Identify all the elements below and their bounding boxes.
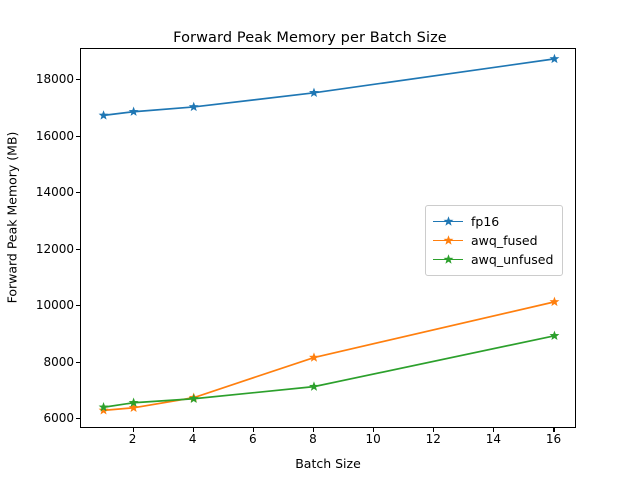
y-tick-label: 18000 bbox=[35, 72, 74, 87]
y-tick-mark bbox=[76, 192, 80, 194]
legend-swatch bbox=[433, 253, 463, 267]
star-marker-icon bbox=[549, 53, 560, 64]
x-tick-mark bbox=[132, 428, 134, 432]
x-tick-label: 4 bbox=[188, 432, 197, 446]
legend: fp16 awq_fused awq_unfused bbox=[425, 205, 564, 276]
y-tick-label: 14000 bbox=[35, 185, 74, 200]
y-tick-mark bbox=[76, 361, 80, 363]
x-tick-mark bbox=[192, 428, 194, 432]
star-marker-icon bbox=[443, 234, 454, 245]
series-awq_unfused bbox=[98, 330, 560, 412]
star-marker-icon bbox=[309, 352, 319, 362]
star-marker-icon bbox=[128, 397, 139, 407]
series-canvas bbox=[98, 53, 560, 415]
star-marker-icon bbox=[309, 381, 319, 391]
x-tick-label: 16 bbox=[545, 432, 562, 446]
x-tick-mark bbox=[493, 428, 495, 432]
y-tick-mark bbox=[76, 135, 80, 137]
star-marker-icon bbox=[443, 253, 454, 264]
x-tick-label: 6 bbox=[249, 432, 257, 446]
star-marker-icon bbox=[549, 330, 560, 340]
series-line bbox=[103, 334, 555, 409]
series-fp16 bbox=[98, 53, 560, 120]
plot-inner bbox=[81, 49, 575, 427]
star-marker-icon bbox=[188, 101, 199, 112]
y-tick-mark bbox=[76, 79, 80, 81]
star-marker-icon bbox=[443, 215, 454, 226]
star-marker-icon bbox=[98, 405, 109, 415]
star-marker-icon bbox=[128, 402, 139, 413]
x-tick-label: 8 bbox=[309, 432, 317, 446]
y-tick-label: 6000 bbox=[43, 411, 74, 426]
y-tick-label: 8000 bbox=[43, 354, 74, 369]
star-marker-icon bbox=[309, 87, 319, 97]
x-axis-label: Batch Size bbox=[295, 456, 361, 471]
legend-swatch bbox=[433, 234, 463, 248]
legend-label: awq_unfused bbox=[471, 252, 554, 267]
legend-item-awq_unfused[interactable]: awq_unfused bbox=[433, 250, 553, 269]
x-tick-mark bbox=[433, 428, 435, 432]
series-line bbox=[103, 301, 555, 412]
plot-area bbox=[80, 48, 576, 428]
x-tick-mark bbox=[373, 428, 375, 432]
star-marker-icon bbox=[98, 110, 109, 120]
x-tick-label: 14 bbox=[485, 432, 501, 446]
x-tick-label: 12 bbox=[425, 432, 441, 446]
legend-swatch bbox=[433, 215, 463, 229]
x-tick-label: 2 bbox=[128, 432, 137, 446]
y-tick-mark bbox=[76, 305, 80, 307]
series-awq_fused bbox=[98, 296, 560, 415]
legend-label: awq_fused bbox=[471, 233, 538, 248]
star-marker-icon bbox=[128, 106, 139, 116]
y-tick-mark bbox=[76, 418, 80, 420]
x-tick-mark bbox=[252, 428, 254, 432]
y-axis-tick-labels: 6000 8000 10000 12000 14000 16000 18000 bbox=[0, 0, 74, 480]
y-tick-mark bbox=[76, 248, 80, 250]
legend-item-fp16[interactable]: fp16 bbox=[433, 212, 553, 231]
y-tick-label: 10000 bbox=[35, 298, 74, 313]
x-tick-mark bbox=[312, 428, 315, 432]
star-marker-icon bbox=[98, 402, 109, 412]
legend-item-awq_fused[interactable]: awq_fused bbox=[433, 231, 553, 250]
series-line bbox=[103, 58, 555, 117]
x-tick-label: 10 bbox=[365, 432, 381, 446]
legend-label: fp16 bbox=[471, 214, 500, 229]
chart-title: Forward Peak Memory per Batch Size bbox=[173, 30, 447, 46]
y-tick-label: 12000 bbox=[35, 241, 74, 256]
y-tick-label: 16000 bbox=[35, 128, 74, 143]
star-marker-icon bbox=[549, 296, 560, 307]
star-marker-icon bbox=[188, 393, 199, 403]
x-tick-mark bbox=[553, 428, 555, 432]
